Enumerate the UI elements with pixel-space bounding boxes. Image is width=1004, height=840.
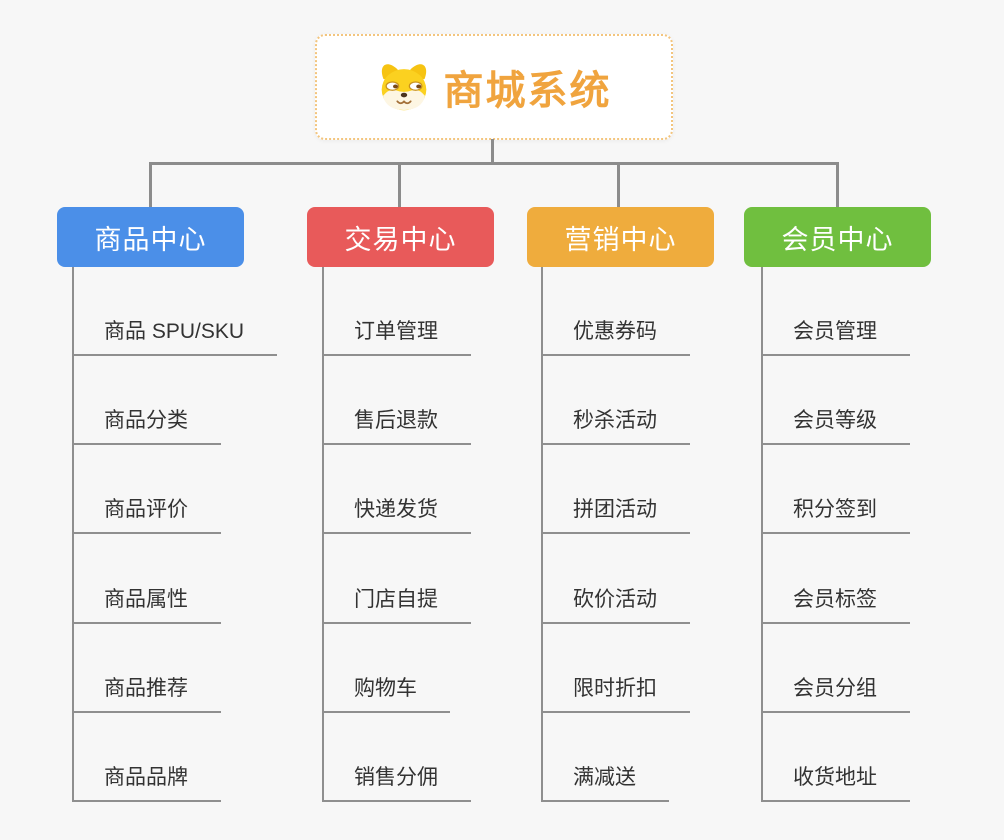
- branch-spine-product: [72, 267, 74, 802]
- connector-drop-trade: [398, 164, 401, 207]
- subtopic-coupon-code[interactable]: 优惠券码: [541, 319, 690, 356]
- subtopic-product-brand[interactable]: 商品品牌: [72, 765, 221, 802]
- connector-drop-marketing: [617, 164, 620, 207]
- connector-drop-product: [149, 164, 152, 207]
- branch-node-trade-center[interactable]: 交易中心: [307, 207, 494, 267]
- subtopic-limited-time-discount[interactable]: 限时折扣: [541, 676, 690, 713]
- subtopic-shopping-cart[interactable]: 购物车: [322, 676, 450, 713]
- subtopic-product-review[interactable]: 商品评价: [72, 497, 221, 534]
- root-node[interactable]: 商城系统: [315, 34, 673, 140]
- connector-root-stem: [491, 139, 494, 165]
- subtopic-flash-sale[interactable]: 秒杀活动: [541, 408, 690, 445]
- subtopic-product-attribute[interactable]: 商品属性: [72, 587, 221, 624]
- subtopic-product-spu-sku[interactable]: 商品 SPU/SKU: [72, 319, 278, 356]
- branch-node-product-center[interactable]: 商品中心: [57, 207, 244, 267]
- subtopic-member-level[interactable]: 会员等级: [761, 408, 910, 445]
- root-title: 商城系统: [443, 69, 612, 113]
- subtopic-member-group[interactable]: 会员分组: [761, 676, 910, 713]
- subtopic-sales-commission[interactable]: 销售分佣: [322, 765, 471, 802]
- subtopic-product-recommend[interactable]: 商品推荐: [72, 676, 221, 713]
- subtopic-product-category[interactable]: 商品分类: [72, 408, 221, 445]
- connector-crossbar: [149, 162, 839, 165]
- branch-spine-marketing: [541, 267, 543, 802]
- subtopic-shipping-address[interactable]: 收货地址: [761, 765, 910, 802]
- branch-node-marketing-center[interactable]: 营销中心: [527, 207, 714, 267]
- subtopic-order-management[interactable]: 订单管理: [322, 319, 471, 356]
- subtopic-spend-and-save[interactable]: 满减送: [541, 765, 669, 802]
- subtopic-member-management[interactable]: 会员管理: [761, 319, 910, 356]
- subtopic-store-pickup[interactable]: 门店自提: [322, 587, 471, 624]
- branch-spine-trade: [322, 267, 324, 802]
- subtopic-group-buy[interactable]: 拼团活动: [541, 497, 690, 534]
- branch-spine-member: [761, 267, 763, 802]
- subtopic-bargain-activity[interactable]: 砍价活动: [541, 587, 690, 624]
- subtopic-express-delivery[interactable]: 快递发货: [322, 497, 471, 534]
- shiba-dog-icon: [377, 62, 431, 112]
- branch-node-member-center[interactable]: 会员中心: [744, 207, 931, 267]
- connector-drop-member: [836, 164, 839, 207]
- subtopic-points-checkin[interactable]: 积分签到: [761, 497, 910, 534]
- subtopic-after-sale-refund[interactable]: 售后退款: [322, 408, 471, 445]
- subtopic-member-tag[interactable]: 会员标签: [761, 587, 910, 624]
